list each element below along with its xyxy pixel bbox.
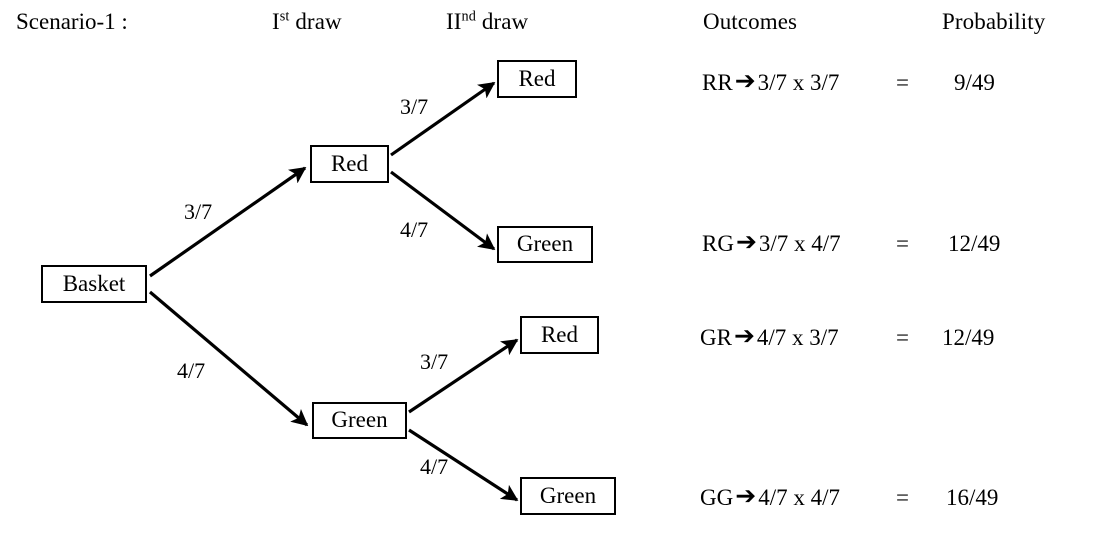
edge-basket-to-green (148, 290, 309, 427)
outcome-expression: 4/7 x 3/7 (756, 324, 839, 350)
node-second-draw-red-upper[interactable]: Red (497, 60, 577, 98)
header-second-draw-sup: nd (461, 8, 476, 25)
edge-label-red-green: 4/7 (400, 217, 429, 242)
outcome-code: RR (702, 69, 733, 95)
outcome-row: GG ➔ 4/7 x 4/7 = 16/49 (700, 482, 1100, 512)
node-second-draw-green-lower[interactable]: Green (520, 477, 616, 515)
arrow-right-icon: ➔ (735, 482, 757, 510)
outcome-expression: 4/7 x 4/7 (758, 484, 840, 510)
node-basket[interactable]: Basket (41, 265, 147, 303)
outcome-row: GR ➔ 4/7 x 3/7 = 12/49 (700, 322, 1100, 352)
scenario-title: Scenario-1 : (16, 9, 128, 34)
edge-label-red-red: 3/7 (400, 94, 429, 119)
edge-label-basket-green: 4/7 (177, 358, 206, 383)
edge-label-green-red: 3/7 (420, 349, 449, 374)
edge-basket-to-red (149, 166, 307, 278)
node-first-draw-red[interactable]: Red (310, 145, 389, 183)
outcome-equals-sign: = (896, 69, 909, 95)
outcome-equals-sign: = (896, 230, 909, 256)
outcome-expression: 3/7 x 4/7 (758, 230, 841, 256)
edge-label-basket-red: 3/7 (184, 199, 213, 224)
header-second-draw-suffix: draw (475, 9, 529, 34)
header-second-draw: IInd draw (446, 8, 529, 34)
outcome-expression: 3/7 x 3/7 (757, 69, 840, 95)
header-first-draw-prefix: I (272, 9, 280, 34)
arrow-right-icon: ➔ (734, 67, 756, 95)
node-second-draw-green-upper[interactable]: Green (497, 226, 593, 263)
arrow-right-icon: ➔ (735, 228, 757, 256)
header-first-draw: Ist draw (272, 8, 342, 34)
edge-label-green-green: 4/7 (420, 454, 449, 479)
outcome-row: RR ➔ 3/7 x 3/7 = 9/49 (702, 67, 1102, 97)
node-second-draw-red-lower[interactable]: Red (520, 316, 599, 354)
outcome-code: RG (702, 230, 734, 256)
header-second-draw-prefix: II (446, 9, 462, 34)
outcome-row: RG ➔ 3/7 x 4/7 = 12/49 (702, 228, 1102, 258)
outcome-equals-sign: = (896, 324, 909, 350)
outcome-probability: 12/49 (948, 230, 1001, 256)
outcome-probability: 12/49 (942, 324, 995, 350)
node-first-draw-green[interactable]: Green (312, 402, 407, 439)
outcome-code: GR (700, 324, 732, 350)
outcome-equals-sign: = (896, 484, 909, 510)
outcome-probability: 9/49 (954, 69, 995, 95)
outcome-probability: 16/49 (946, 484, 999, 510)
header-probability: Probability (942, 9, 1046, 34)
outcome-code: GG (700, 484, 734, 510)
header-first-draw-suffix: draw (289, 9, 342, 34)
arrow-right-icon: ➔ (733, 322, 755, 350)
header-outcomes: Outcomes (703, 9, 798, 34)
header-first-draw-sup: st (279, 8, 290, 25)
